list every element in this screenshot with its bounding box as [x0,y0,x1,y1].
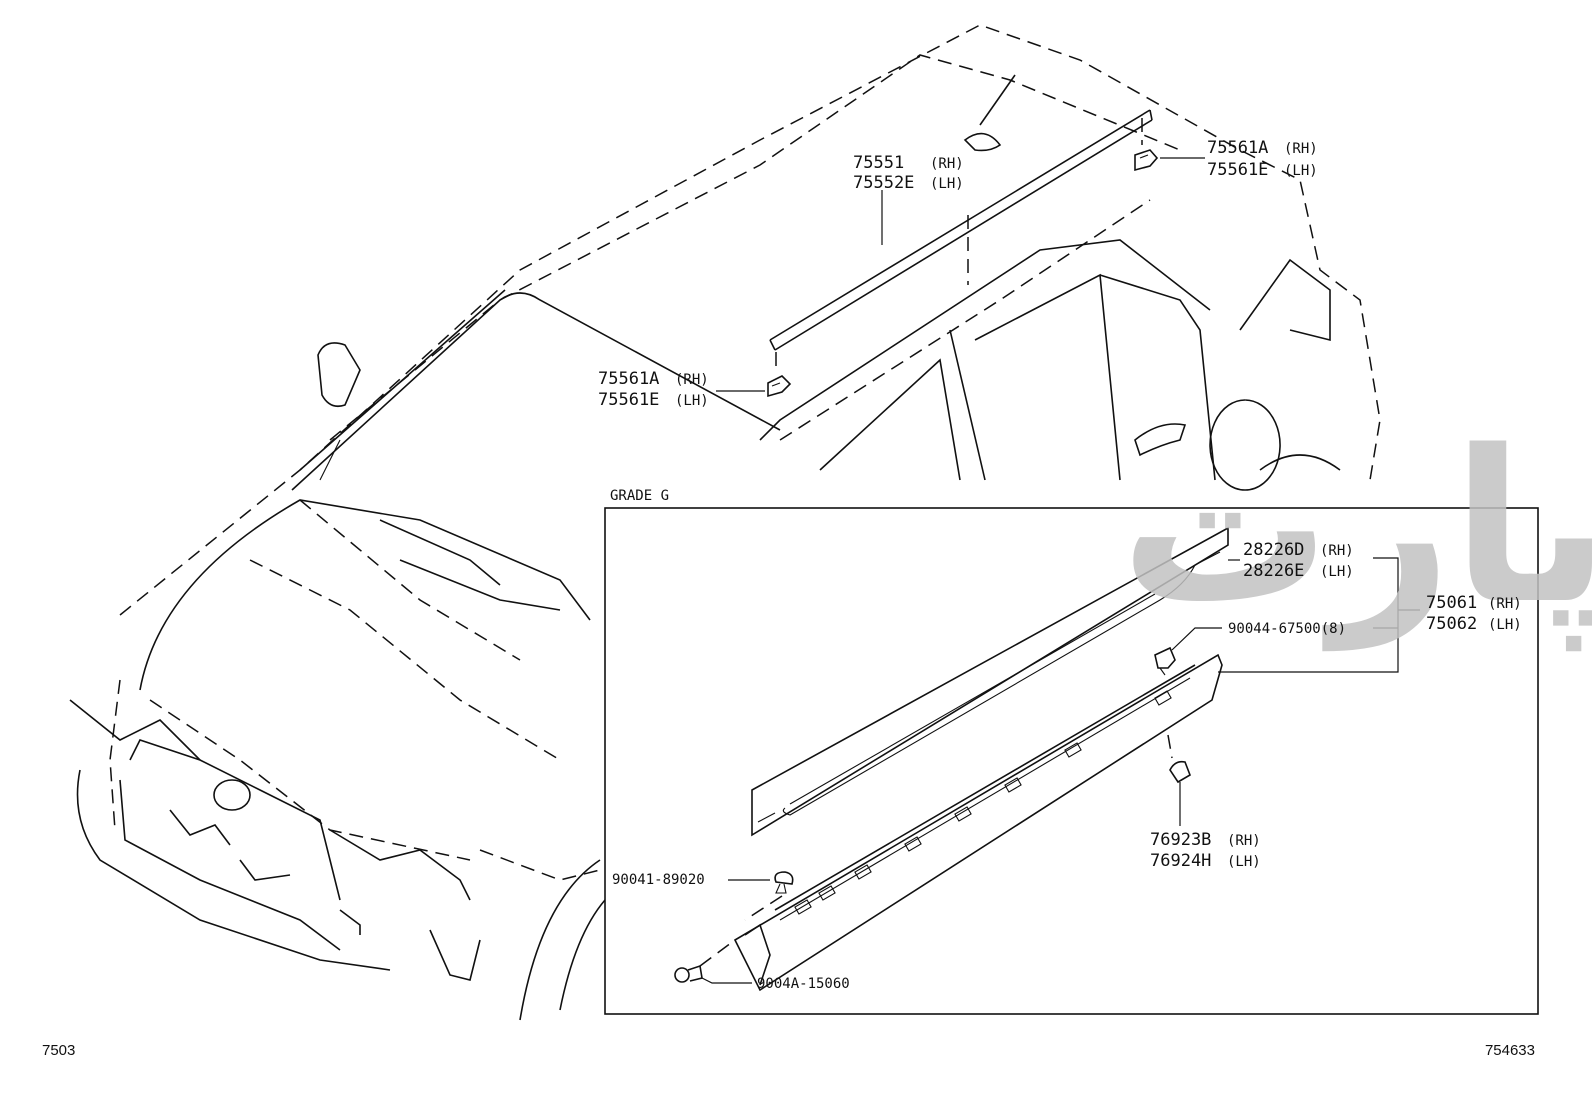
roof-moulding-rh-number: 75551 [853,153,904,173]
retainer-rh-number: 76923B [1150,830,1211,850]
clip-rear-rh-side: (RH) [1284,141,1318,157]
roof-moulding [769,109,1153,351]
label-rocker: 75061 (RH) 75062 (LH) [1426,593,1522,634]
clip-rear-lh-number: 75561E [1207,160,1268,180]
screw-9004a [674,939,752,984]
stripe-lh-side: (LH) [1320,564,1354,580]
stripe-rh-number: 28226D [1243,540,1304,560]
roof-moulding-rh-side: (RH) [930,156,964,172]
rocker-rh-side: (RH) [1488,596,1522,612]
moulding-clip-slots [794,690,1172,915]
stripe-rh-side: (RH) [1320,543,1354,559]
rocker-lh-number: 75062 [1426,614,1477,634]
clip-front-rh-number: 75561A [598,369,659,389]
label-retainer: 76923B (RH) 76924H (LH) [1150,830,1261,871]
label-stripe: 28226D (RH) 28226E (LH) [1243,540,1354,581]
retainer-lh-number: 76924H [1150,851,1211,871]
rivet-90041 [728,871,794,921]
label-clip-front: 75561A (RH) 75561E (LH) [598,369,709,410]
clip-qty-label: 90044-67500(8) [1228,621,1346,637]
clip-front-lh-number: 75561E [598,390,659,410]
watermark: یوپارت [1120,405,1592,652]
footer-right-code: 754633 [1485,1042,1535,1059]
vehicle-illustration [69,24,1381,1021]
grade-label: GRADE G [610,488,669,504]
footer-left-code: 7503 [42,1042,75,1059]
roof-moulding-lh-number: 75552E [853,173,914,193]
rocker-rh-number: 75061 [1426,593,1477,613]
rocker-lh-side: (LH) [1488,617,1522,633]
label-roof-moulding: 75551 (RH) 75552E (LH) [853,153,964,193]
clip-90044 [1154,627,1222,676]
clip-rear-lh-side: (LH) [1284,163,1318,179]
detail-frame [604,507,1539,1015]
grade-g-detail [604,507,1539,1015]
rivet-label: 90041-89020 [612,872,705,888]
roof-clip-rear [1134,149,1205,172]
retainer-76923 [1167,734,1191,826]
retainer-rh-side: (RH) [1227,833,1261,849]
stripe-lh-number: 28226E [1243,561,1304,581]
rocker-moulding [733,653,1223,992]
roof-clip-front [716,352,792,398]
roof-moulding-lh-side: (LH) [930,176,964,192]
label-clip-rear: 75561A (RH) 75561E (LH) [1207,138,1318,180]
clip-front-lh-side: (LH) [675,393,709,409]
screw-label: 9004A-15060 [757,976,850,992]
retainer-lh-side: (LH) [1227,854,1261,870]
clip-rear-rh-number: 75561A [1207,138,1268,158]
clip-front-rh-side: (RH) [675,372,709,388]
assembly-bracket [1218,557,1420,673]
side-stripe-decal [751,526,1229,837]
